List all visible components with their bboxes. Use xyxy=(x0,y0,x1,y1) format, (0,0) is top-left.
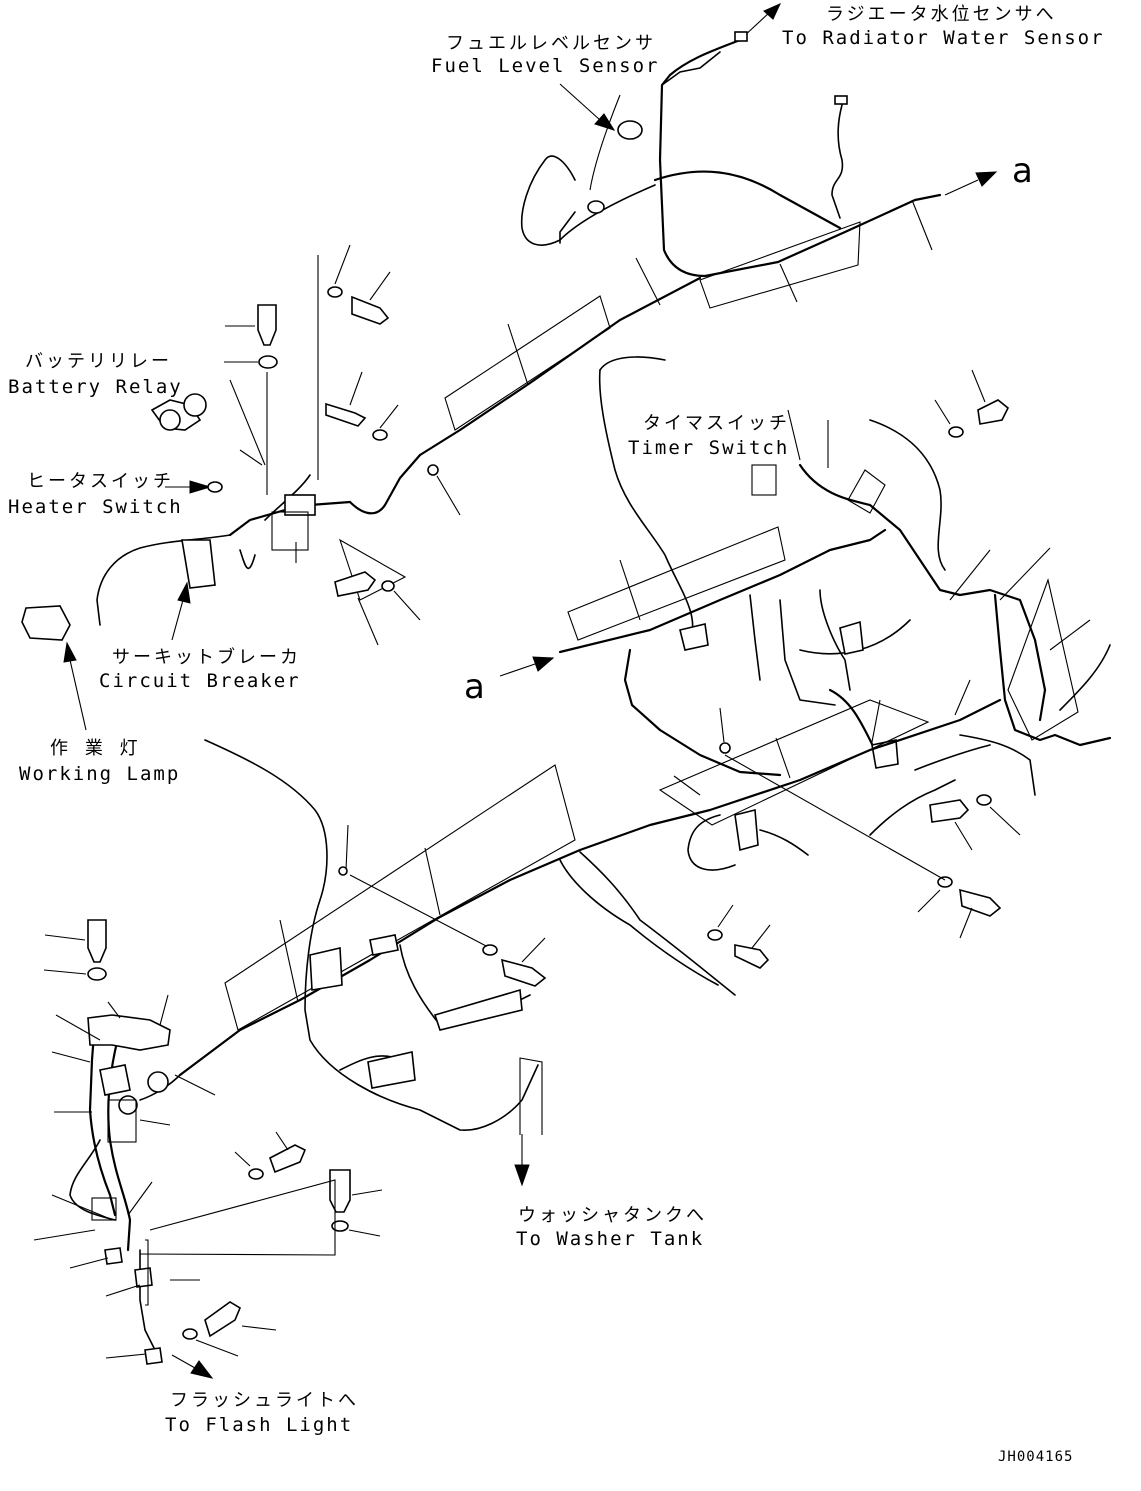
label-battery-jp: バッテリリレー xyxy=(25,351,172,372)
label-timer-switch: タイマスイッチ Timer Switch xyxy=(628,413,790,459)
bolt-icon xyxy=(334,571,377,597)
direction-arrows xyxy=(63,3,998,1379)
bolt-icon xyxy=(87,919,107,963)
bolt-icon xyxy=(977,399,1010,425)
label-washer-jp: ウォッシャタンクへ xyxy=(518,1205,707,1226)
label-timer-jp: タイマスイッチ xyxy=(643,413,790,434)
label-fuel-level-sensor: フュエルレベルセンサ Fuel Level Sensor xyxy=(431,33,659,77)
washer-icon xyxy=(87,967,107,981)
washer-icon xyxy=(976,794,992,806)
label-heater-en: Heater Switch xyxy=(8,496,183,518)
bolt-icon xyxy=(500,958,547,987)
fasteners-right xyxy=(707,369,1021,969)
marker-a-mid: a xyxy=(464,667,485,707)
left-upper-harness xyxy=(21,255,407,641)
nut-icon xyxy=(338,866,348,876)
label-heater-jp: ヒータスイッチ xyxy=(27,471,174,492)
label-circuit-breaker: サーキットブレーカ Circuit Breaker xyxy=(99,646,301,692)
washer-icon xyxy=(182,1328,198,1340)
washer-icon xyxy=(327,286,343,298)
label-fuel-en: Fuel Level Sensor xyxy=(431,55,659,77)
bolt-icon xyxy=(257,304,277,346)
label-breaker-en: Circuit Breaker xyxy=(99,670,301,692)
bolt-icon xyxy=(929,799,970,823)
label-radiator-jp: ラジエータ水位センサへ xyxy=(826,4,1057,25)
label-battery-en: Battery Relay xyxy=(8,376,183,398)
label-lamp-en: Working Lamp xyxy=(19,763,180,785)
drawing-code: JH004165 xyxy=(998,1449,1073,1465)
bolt-icon xyxy=(329,1169,351,1213)
washer-icon xyxy=(937,876,953,888)
washer-icon xyxy=(248,1168,264,1180)
label-fuel-jp: フュエルレベルセンサ xyxy=(446,33,656,54)
fasteners-left-upper xyxy=(224,244,461,646)
lower-left-assembly xyxy=(33,994,216,1365)
nut-icon xyxy=(719,742,731,754)
label-radiator-water-sensor: ラジエータ水位センサへ To Radiator Water Sensor xyxy=(782,4,1105,49)
label-working-lamp: 作 業 灯 Working Lamp xyxy=(19,738,180,785)
label-battery-relay: バッテリリレー Battery Relay xyxy=(8,351,183,398)
label-lamp-jp: 作 業 灯 xyxy=(50,738,141,759)
marker-a-top: a xyxy=(1012,151,1033,191)
washer-icon xyxy=(948,426,964,438)
washer-icon xyxy=(381,580,395,592)
label-timer-en: Timer Switch xyxy=(628,437,789,459)
label-flash-light: フラッシュライトへ To Flash Light xyxy=(165,1390,359,1436)
nut-icon xyxy=(427,464,439,476)
label-washer-tank: ウォッシャタンクへ To Washer Tank xyxy=(516,1205,707,1250)
fasteners-lower xyxy=(43,919,547,1357)
label-flash-en: To Flash Light xyxy=(165,1414,353,1436)
bolt-icon xyxy=(734,944,770,969)
bolt-icon xyxy=(959,888,1002,917)
lower-harness xyxy=(178,698,1002,1135)
bolt-icon xyxy=(325,402,367,427)
label-heater-switch: ヒータスイッチ Heater Switch xyxy=(8,471,183,518)
bolt-icon xyxy=(204,1301,242,1338)
bolt-icon xyxy=(269,1144,307,1174)
label-breaker-jp: サーキットブレーカ xyxy=(112,646,301,668)
washer-icon xyxy=(482,944,498,956)
washer-icon xyxy=(372,429,388,441)
washer-icon xyxy=(331,1220,349,1232)
label-radiator-en: To Radiator Water Sensor xyxy=(782,27,1105,49)
label-washer-en: To Washer Tank xyxy=(516,1228,704,1250)
washer-icon xyxy=(707,929,723,941)
washer-icon xyxy=(258,355,278,369)
top-harness xyxy=(348,31,942,515)
bolt-icon xyxy=(351,295,390,325)
label-flash-jp: フラッシュライトへ xyxy=(170,1390,359,1411)
